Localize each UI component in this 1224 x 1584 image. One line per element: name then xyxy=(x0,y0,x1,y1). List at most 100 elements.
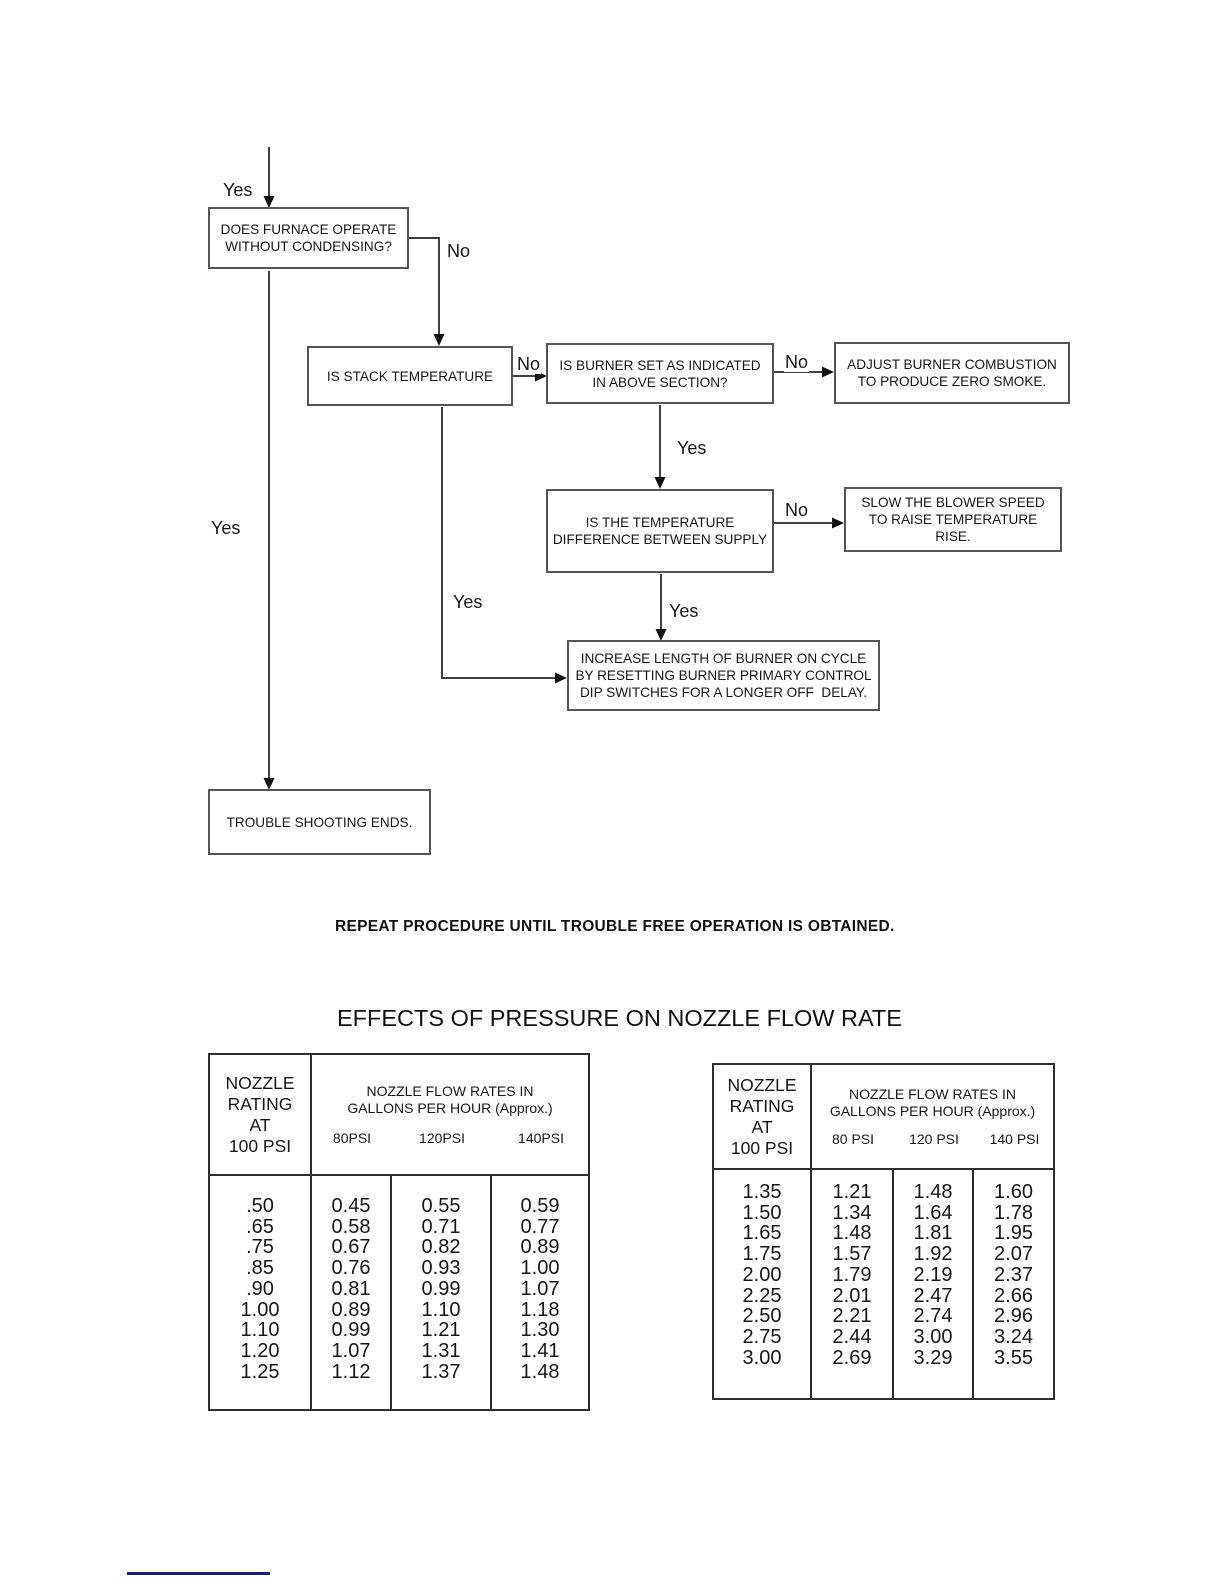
table-cell: 3.24 xyxy=(971,1327,1056,1348)
table-cell: 1.10 xyxy=(208,1320,312,1341)
flow-box-temperature-difference: IS THE TEMPERATURE DIFFERENCE BETWEEN SU… xyxy=(546,489,774,573)
table-cell: 1.57 xyxy=(810,1244,894,1265)
branch-label-no: No xyxy=(784,352,810,372)
table-cell: 0.67 xyxy=(310,1237,392,1259)
psi-column-label: 120PSI xyxy=(419,1130,465,1146)
table-cell: 2.74 xyxy=(892,1306,974,1327)
table-cell: 1.41 xyxy=(489,1341,591,1362)
table-cell: 1.00 xyxy=(489,1258,591,1279)
table-cell: .90 xyxy=(208,1279,312,1300)
branch-label-yes: Yes xyxy=(452,592,484,612)
branch-label-yes: Yes xyxy=(210,518,242,538)
flow-rates-header-cell: NOZZLE FLOW RATES IN GALLONS PER HOUR (A… xyxy=(309,1053,591,1176)
psi-column-label: 80PSI xyxy=(332,1130,372,1146)
table-cell: 1.21 xyxy=(810,1169,894,1203)
table-cell: 0.99 xyxy=(310,1320,392,1341)
branch-label-no: No xyxy=(516,354,542,374)
table-header-row: NOZZLE RATING AT 100 PSI NOZZLE FLOW RAT… xyxy=(712,1063,1056,1170)
table-cell: 1.92 xyxy=(892,1244,974,1265)
flow-box-increase-cycle: INCREASE LENGTH OF BURNER ON CYCLE BY RE… xyxy=(567,640,880,711)
flow-rates-header: NOZZLE FLOW RATES IN GALLONS PER HOUR (A… xyxy=(812,1086,1053,1147)
table-cell: 1.07 xyxy=(310,1341,392,1362)
table-cell: 1.10 xyxy=(390,1299,492,1321)
table-cell: 1.31 xyxy=(390,1341,492,1362)
arrowhead xyxy=(433,334,445,346)
table-cell: 0.99 xyxy=(390,1279,492,1300)
arrowhead xyxy=(555,672,567,684)
branch-label-no: No xyxy=(446,241,472,261)
table-cell: 2.44 xyxy=(810,1327,894,1348)
table-cell: 0.93 xyxy=(390,1258,492,1279)
table-cell: 0.82 xyxy=(390,1237,492,1259)
table-cell: 0.58 xyxy=(310,1216,392,1238)
table-cell: 1.30 xyxy=(489,1320,591,1341)
table-cell: 3.29 xyxy=(892,1347,974,1401)
table-cell: 1.78 xyxy=(971,1202,1056,1224)
section-title: EFFECTS OF PRESSURE ON NOZZLE FLOW RATE xyxy=(337,1005,902,1031)
table-cell: 1.12 xyxy=(310,1361,392,1412)
flow-header-line2: GALLONS PER HOUR (Approx.) xyxy=(347,1100,553,1116)
psi-column-label: 140PSI xyxy=(518,1130,564,1146)
table-cell: 1.00 xyxy=(208,1299,312,1321)
flow-box-burner-set: IS BURNER SET AS INDICATED IN ABOVE SECT… xyxy=(546,343,774,404)
rating-header-cell: NOZZLE RATING AT 100 PSI xyxy=(208,1053,312,1176)
arrowhead xyxy=(822,366,834,378)
table-cell: 2.00 xyxy=(712,1265,812,1286)
table-cell: 1.37 xyxy=(390,1361,492,1412)
table-cell: 1.48 xyxy=(810,1223,894,1245)
table-cell: 2.25 xyxy=(712,1285,812,1307)
table-cell: 2.75 xyxy=(712,1327,812,1348)
table-cell: 2.96 xyxy=(971,1306,1056,1327)
table-cell: 1.25 xyxy=(208,1361,312,1412)
flow-box-stack-temperature: IS STACK TEMPERATURE xyxy=(307,346,513,406)
table-cell: .75 xyxy=(208,1237,312,1259)
table-cell: 1.20 xyxy=(208,1341,312,1362)
table-cell: 1.81 xyxy=(892,1223,974,1245)
table-cell: 1.75 xyxy=(712,1244,812,1265)
table-header-row: NOZZLE RATING AT 100 PSI NOZZLE FLOW RAT… xyxy=(208,1053,591,1176)
table-cell: 3.00 xyxy=(712,1347,812,1401)
table-cell: 1.79 xyxy=(810,1265,894,1286)
table-cell: 1.18 xyxy=(489,1299,591,1321)
rating-header-cell: NOZZLE RATING AT 100 PSI xyxy=(712,1063,812,1170)
table-cell: 2.69 xyxy=(810,1347,894,1401)
arrowhead xyxy=(654,477,666,489)
repeat-procedure-note: REPEAT PROCEDURE UNTIL TROUBLE FREE OPER… xyxy=(335,918,895,935)
flow-header-line1: NOZZLE FLOW RATES IN xyxy=(366,1083,534,1099)
table-cell: 0.55 xyxy=(390,1175,492,1217)
table-cell: 1.65 xyxy=(712,1223,812,1245)
table-cell: 1.21 xyxy=(390,1320,492,1341)
flow-box-adjust-combustion: ADJUST BURNER COMBUSTION TO PRODUCE ZERO… xyxy=(834,342,1070,404)
table-cell: 1.48 xyxy=(892,1169,974,1203)
table-cell: 1.50 xyxy=(712,1202,812,1224)
flow-box-slow-blower: SLOW THE BLOWER SPEED TO RAISE TEMPERATU… xyxy=(844,487,1062,552)
psi-column-label: 140 PSI xyxy=(989,1131,1040,1147)
table-cell: 2.66 xyxy=(971,1285,1056,1307)
nozzle-table-right: NOZZLE RATING AT 100 PSI NOZZLE FLOW RAT… xyxy=(712,1063,1056,1401)
table-cell: .65 xyxy=(208,1216,312,1238)
branch-label-yes: Yes xyxy=(676,438,708,458)
table-cell: 2.19 xyxy=(892,1265,974,1286)
psi-columns-row: 80PSI 120PSI 140PSI xyxy=(312,1130,588,1146)
table-cell: .85 xyxy=(208,1258,312,1279)
flow-rates-header-cell: NOZZLE FLOW RATES IN GALLONS PER HOUR (A… xyxy=(809,1063,1056,1170)
table-cell: 2.47 xyxy=(892,1285,974,1307)
